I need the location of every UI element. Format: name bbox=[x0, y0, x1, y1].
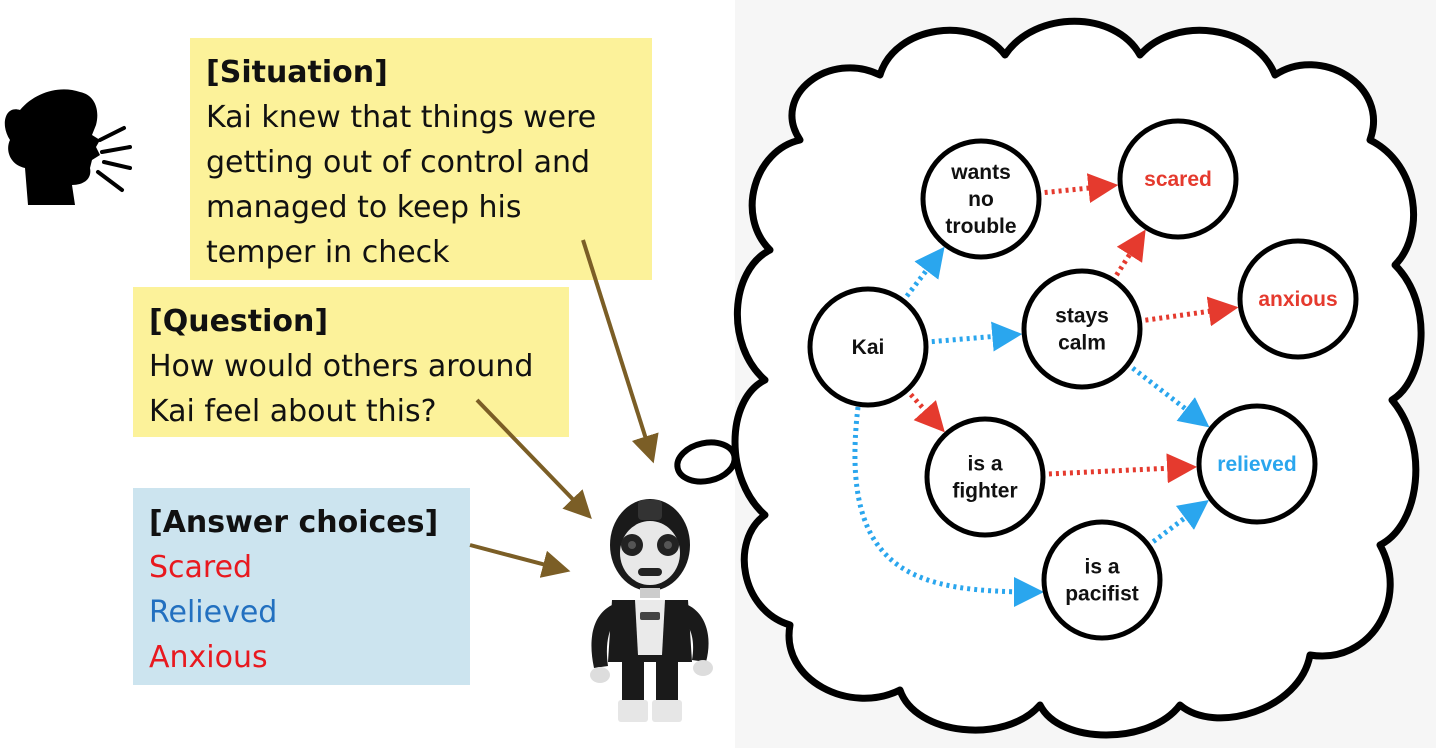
answer-choice-anxious: Anxious bbox=[149, 640, 268, 675]
question-line: Kai feel about this? bbox=[149, 394, 437, 429]
node-label-wants: wants bbox=[950, 161, 1011, 184]
node-circle-anxious bbox=[1237, 238, 1359, 360]
pointer-arrow-situation bbox=[581, 239, 659, 464]
question-box: [Question] How would others around Kai f… bbox=[133, 287, 569, 437]
answer-choice-scared: Scared bbox=[149, 550, 253, 585]
node-wants: wants no trouble bbox=[920, 138, 1042, 260]
edge-kai-to-calm bbox=[931, 321, 1023, 352]
edge-calm-to-anxious bbox=[1145, 296, 1239, 327]
situation-line: Kai knew that things were bbox=[206, 100, 597, 135]
node-label-fighter: is a bbox=[967, 453, 1002, 476]
node-circle-wants bbox=[920, 138, 1042, 260]
node-circle-scared bbox=[1117, 118, 1239, 240]
situation-line: getting out of control and bbox=[206, 145, 591, 180]
node-relieved: relieved bbox=[1196, 403, 1318, 525]
node-label-pacifist: pacifist bbox=[1065, 583, 1139, 606]
robot-figure bbox=[590, 499, 713, 722]
situation-line: managed to keep his bbox=[206, 190, 522, 225]
answer-choices-header: [Answer choices] bbox=[149, 505, 439, 540]
edge-wants-to-scared bbox=[1044, 173, 1119, 204]
node-label-kai: Kai bbox=[852, 336, 885, 359]
edge-calm-to-scared bbox=[1114, 229, 1146, 277]
node-label-pacifist: is a bbox=[1084, 556, 1119, 579]
node-label-calm: calm bbox=[1058, 332, 1106, 355]
node-label-calm: stays bbox=[1055, 305, 1109, 328]
node-circle-relieved bbox=[1196, 403, 1318, 525]
node-label-wants: no bbox=[968, 188, 994, 211]
speaking-person-icon bbox=[4, 89, 132, 205]
situation-box: [Situation] Kai knew that things were ge… bbox=[190, 38, 652, 280]
situation-header: [Situation] bbox=[206, 55, 388, 90]
node-circle-calm bbox=[1021, 268, 1143, 390]
node-fighter: is a fighter bbox=[924, 416, 1046, 538]
pointer-arrow-answers bbox=[469, 543, 571, 578]
edge-fighter-to-relieved bbox=[1048, 453, 1198, 484]
answer-choices-box: [Answer choices] Scared Relieved Anxious bbox=[133, 488, 470, 685]
node-kai: Kai bbox=[807, 286, 929, 408]
node-label-fighter: fighter bbox=[952, 480, 1017, 503]
node-scared: scared bbox=[1117, 118, 1239, 240]
node-circle-kai bbox=[807, 286, 929, 408]
situation-line: temper in check bbox=[206, 235, 450, 270]
node-label-anxious: anxious bbox=[1258, 288, 1337, 311]
edge-kai-to-wants bbox=[904, 246, 945, 298]
answer-choice-relieved: Relieved bbox=[149, 595, 278, 630]
question-line: How would others around bbox=[149, 349, 534, 384]
node-anxious: anxious bbox=[1237, 238, 1359, 360]
edge-kai-to-fighter bbox=[908, 392, 945, 433]
edge-calm-to-relieved bbox=[1131, 366, 1210, 428]
node-calm: stays calm bbox=[1021, 268, 1143, 390]
thought-bubble-icon bbox=[674, 439, 738, 485]
node-label-scared: scared bbox=[1144, 168, 1212, 191]
question-header: [Question] bbox=[149, 304, 329, 339]
node-label-wants: trouble bbox=[945, 215, 1016, 238]
node-pacifist: is a pacifist bbox=[1041, 519, 1163, 641]
node-label-relieved: relieved bbox=[1217, 453, 1296, 476]
node-circle-fighter bbox=[924, 416, 1046, 538]
pointer-arrows bbox=[469, 239, 659, 578]
node-circle-pacifist bbox=[1041, 519, 1163, 641]
pointer-arrow-question bbox=[475, 398, 592, 520]
